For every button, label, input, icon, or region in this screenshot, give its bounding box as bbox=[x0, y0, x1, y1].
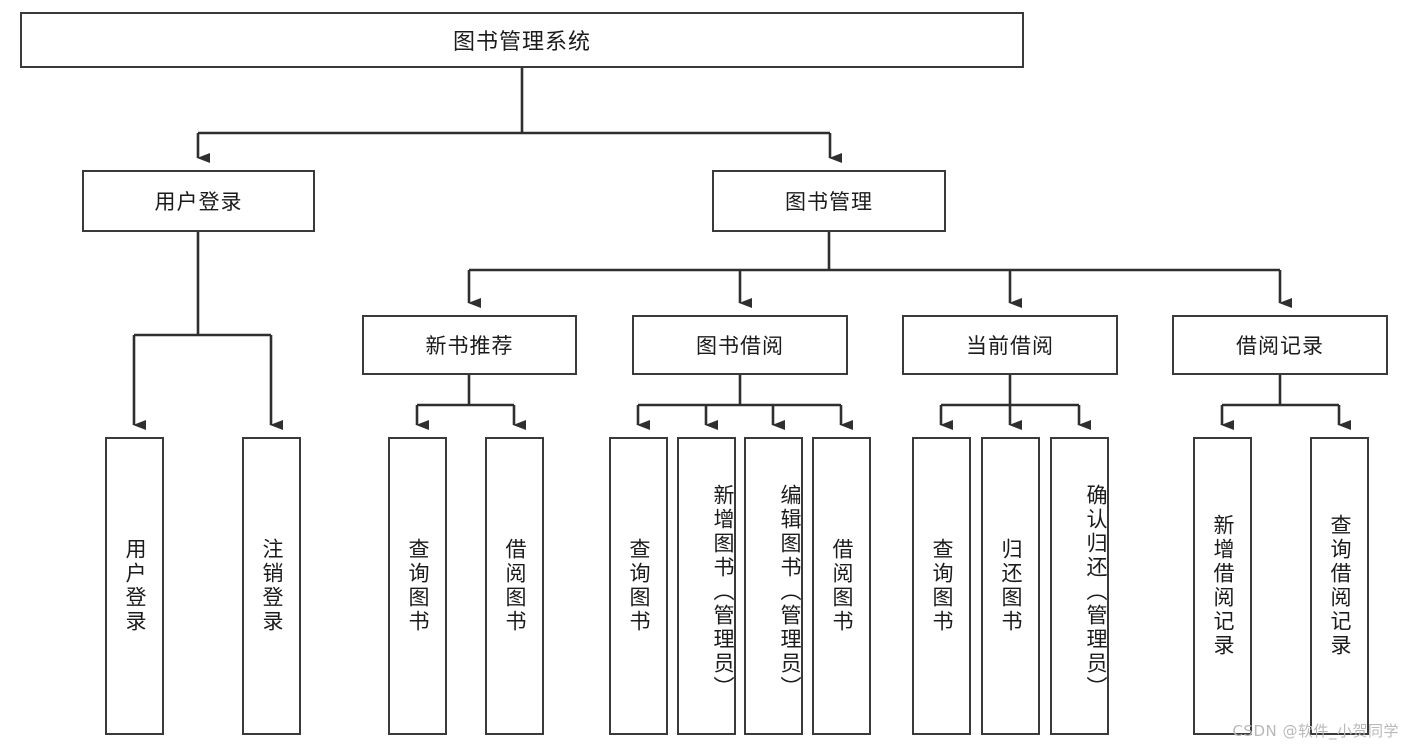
node-current-borrow[interactable]: 当前借阅 bbox=[902, 315, 1118, 375]
leaf-borrow-record-add-record[interactable]: 新增借阅记录 bbox=[1193, 437, 1252, 735]
leaf-book-borrow-add-book-admin[interactable]: 新增图书（管理员） bbox=[677, 437, 736, 735]
node-book-management[interactable]: 图书管理 bbox=[712, 170, 946, 232]
node-borrow-record[interactable]: 借阅记录 bbox=[1172, 315, 1388, 375]
node-new-book-recommend[interactable]: 新书推荐 bbox=[362, 315, 577, 375]
node-user-login[interactable]: 用户登录 bbox=[82, 170, 315, 232]
node-book-borrow[interactable]: 图书借阅 bbox=[632, 315, 848, 375]
leaf-user-login-logout[interactable]: 注销登录 bbox=[242, 437, 301, 735]
csdn-watermark: CSDN @软件_小贺同学 bbox=[1232, 722, 1399, 740]
leaf-user-login-login[interactable]: 用户登录 bbox=[105, 437, 164, 735]
node-root-book-management-system[interactable]: 图书管理系统 bbox=[20, 12, 1024, 68]
leaf-book-borrow-edit-book-admin[interactable]: 编辑图书（管理员） bbox=[744, 437, 803, 735]
leaf-current-borrow-return-book[interactable]: 归还图书 bbox=[981, 437, 1040, 735]
leaf-new-book-query-book[interactable]: 查询图书 bbox=[388, 437, 447, 735]
leaf-current-borrow-confirm-return-admin[interactable]: 确认归还（管理员） bbox=[1050, 437, 1109, 735]
leaf-current-borrow-query-book[interactable]: 查询图书 bbox=[912, 437, 971, 735]
leaf-book-borrow-query-book[interactable]: 查询图书 bbox=[609, 437, 668, 735]
leaf-borrow-record-query-record[interactable]: 查询借阅记录 bbox=[1310, 437, 1369, 735]
leaf-new-book-borrow-book[interactable]: 借阅图书 bbox=[485, 437, 544, 735]
leaf-book-borrow-borrow-book[interactable]: 借阅图书 bbox=[812, 437, 871, 735]
